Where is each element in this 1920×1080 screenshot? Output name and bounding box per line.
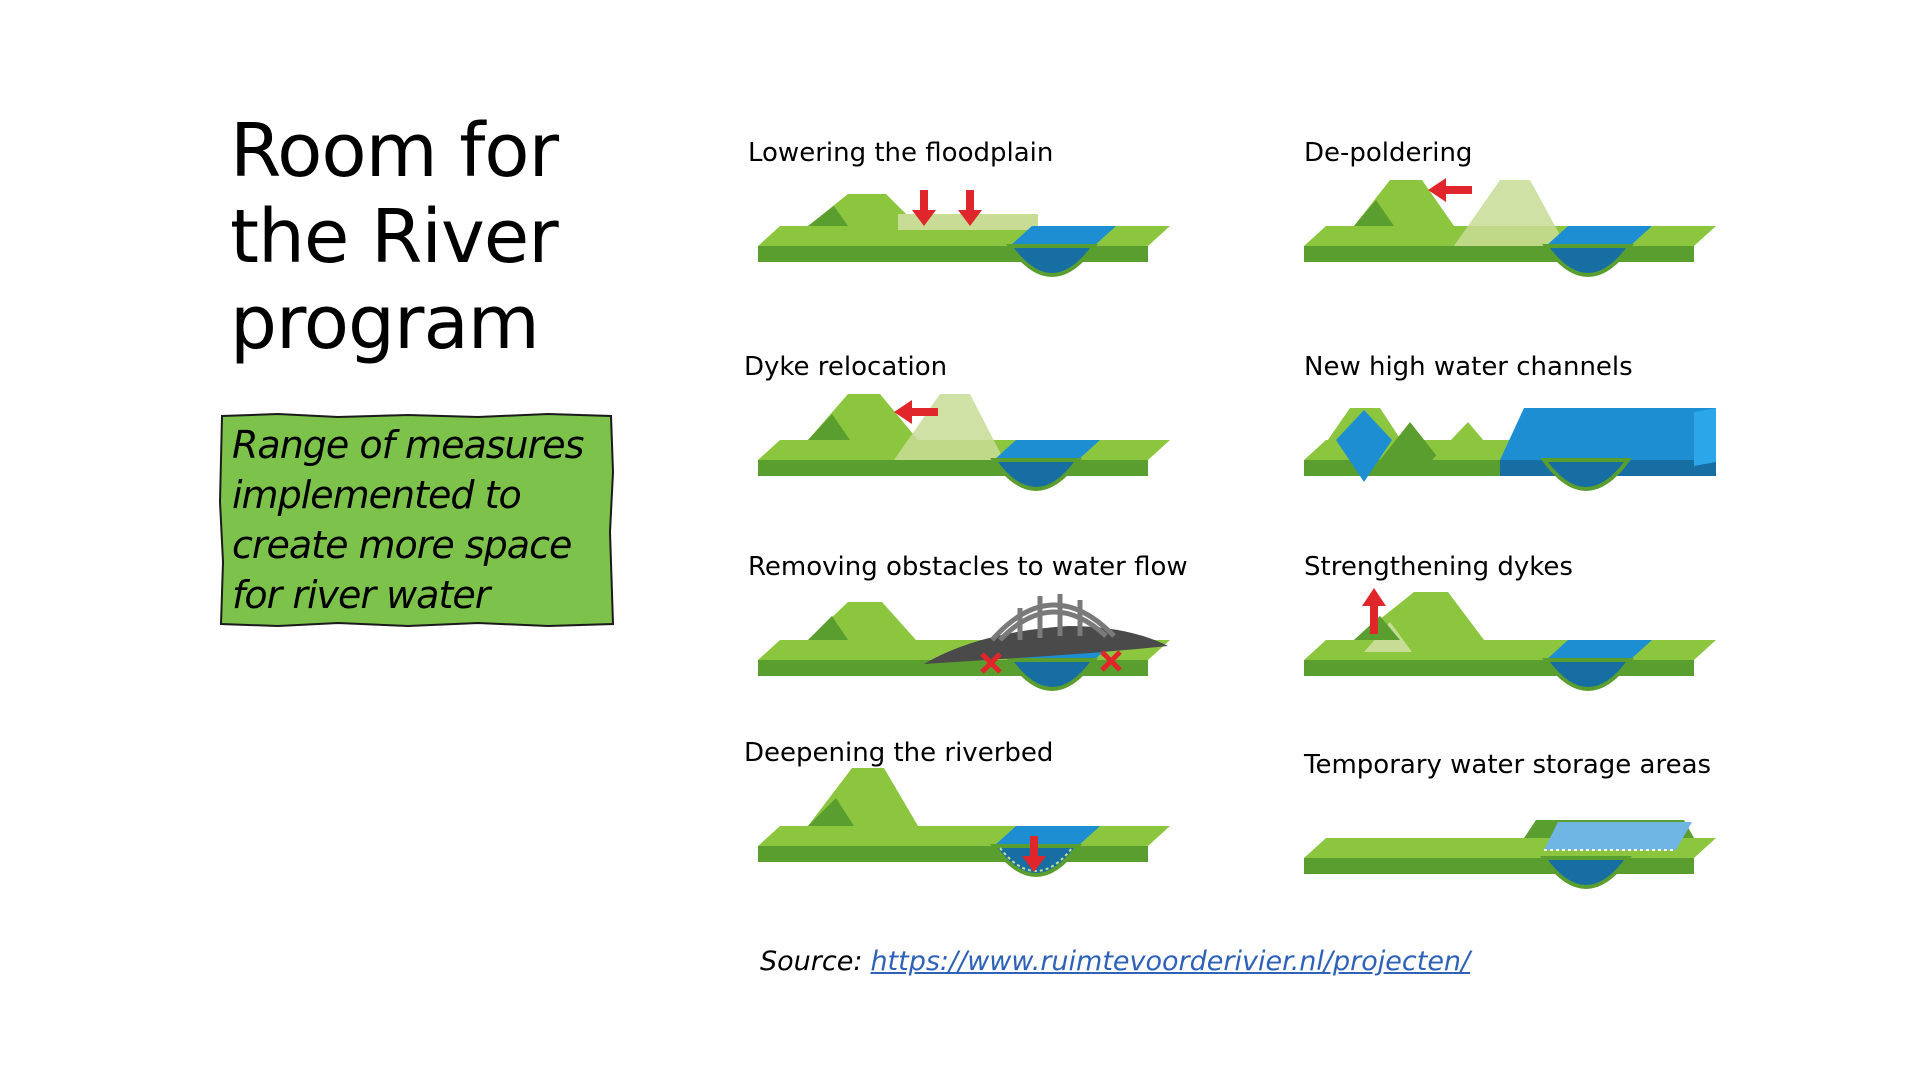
callout-box-shape [218, 412, 615, 628]
measure-label: New high water channels [1304, 352, 1633, 382]
measure-new-high-water-channels: New high water channels [1304, 352, 1824, 552]
measure-temporary-water-storage: Temporary water storage areas [1304, 750, 1824, 950]
measure-lowering-floodplain: Lowering the floodplain [748, 138, 1268, 338]
lowering-floodplain-illustration [758, 190, 1170, 277]
source-link[interactable]: https://www.ruimtevoorderivier.nl/projec… [870, 946, 1471, 977]
dyke-relocation-illustration [758, 394, 1170, 491]
page-title: Room for the River program [230, 108, 559, 366]
measure-label: Deepening the riverbed [744, 738, 1054, 768]
measure-label: Dyke relocation [744, 352, 948, 382]
deepening-riverbed-illustration [758, 768, 1170, 877]
summary-callout: Range of measures implemented to create … [218, 412, 615, 628]
temporary-water-storage-illustration [1304, 820, 1716, 889]
measure-removing-obstacles: Removing obstacles to water flow [748, 552, 1268, 752]
source-label: Source: [760, 946, 863, 977]
strengthening-dykes-illustration [1304, 588, 1716, 691]
de-poldering-illustration [1304, 178, 1716, 277]
source-citation: Source:https://www.ruimtevoorderivier.nl… [760, 946, 1470, 977]
measure-label: Temporary water storage areas [1304, 750, 1712, 780]
measure-dyke-relocation: Dyke relocation [744, 352, 1264, 552]
removing-obstacles-illustration [758, 594, 1170, 691]
callout-text: Range of measures implemented to create … [232, 423, 584, 617]
measure-strengthening-dykes: Strengthening dykes [1304, 552, 1824, 752]
measure-deepening-riverbed: Deepening the riverbed [744, 738, 1264, 938]
measure-label: Strengthening dykes [1304, 552, 1573, 582]
measure-label: De-poldering [1304, 138, 1473, 168]
measure-de-poldering: De-poldering [1304, 138, 1824, 338]
new-high-water-channels-illustration [1304, 408, 1716, 491]
measure-label: Lowering the floodplain [748, 138, 1054, 168]
measure-label: Removing obstacles to water flow [748, 552, 1188, 582]
